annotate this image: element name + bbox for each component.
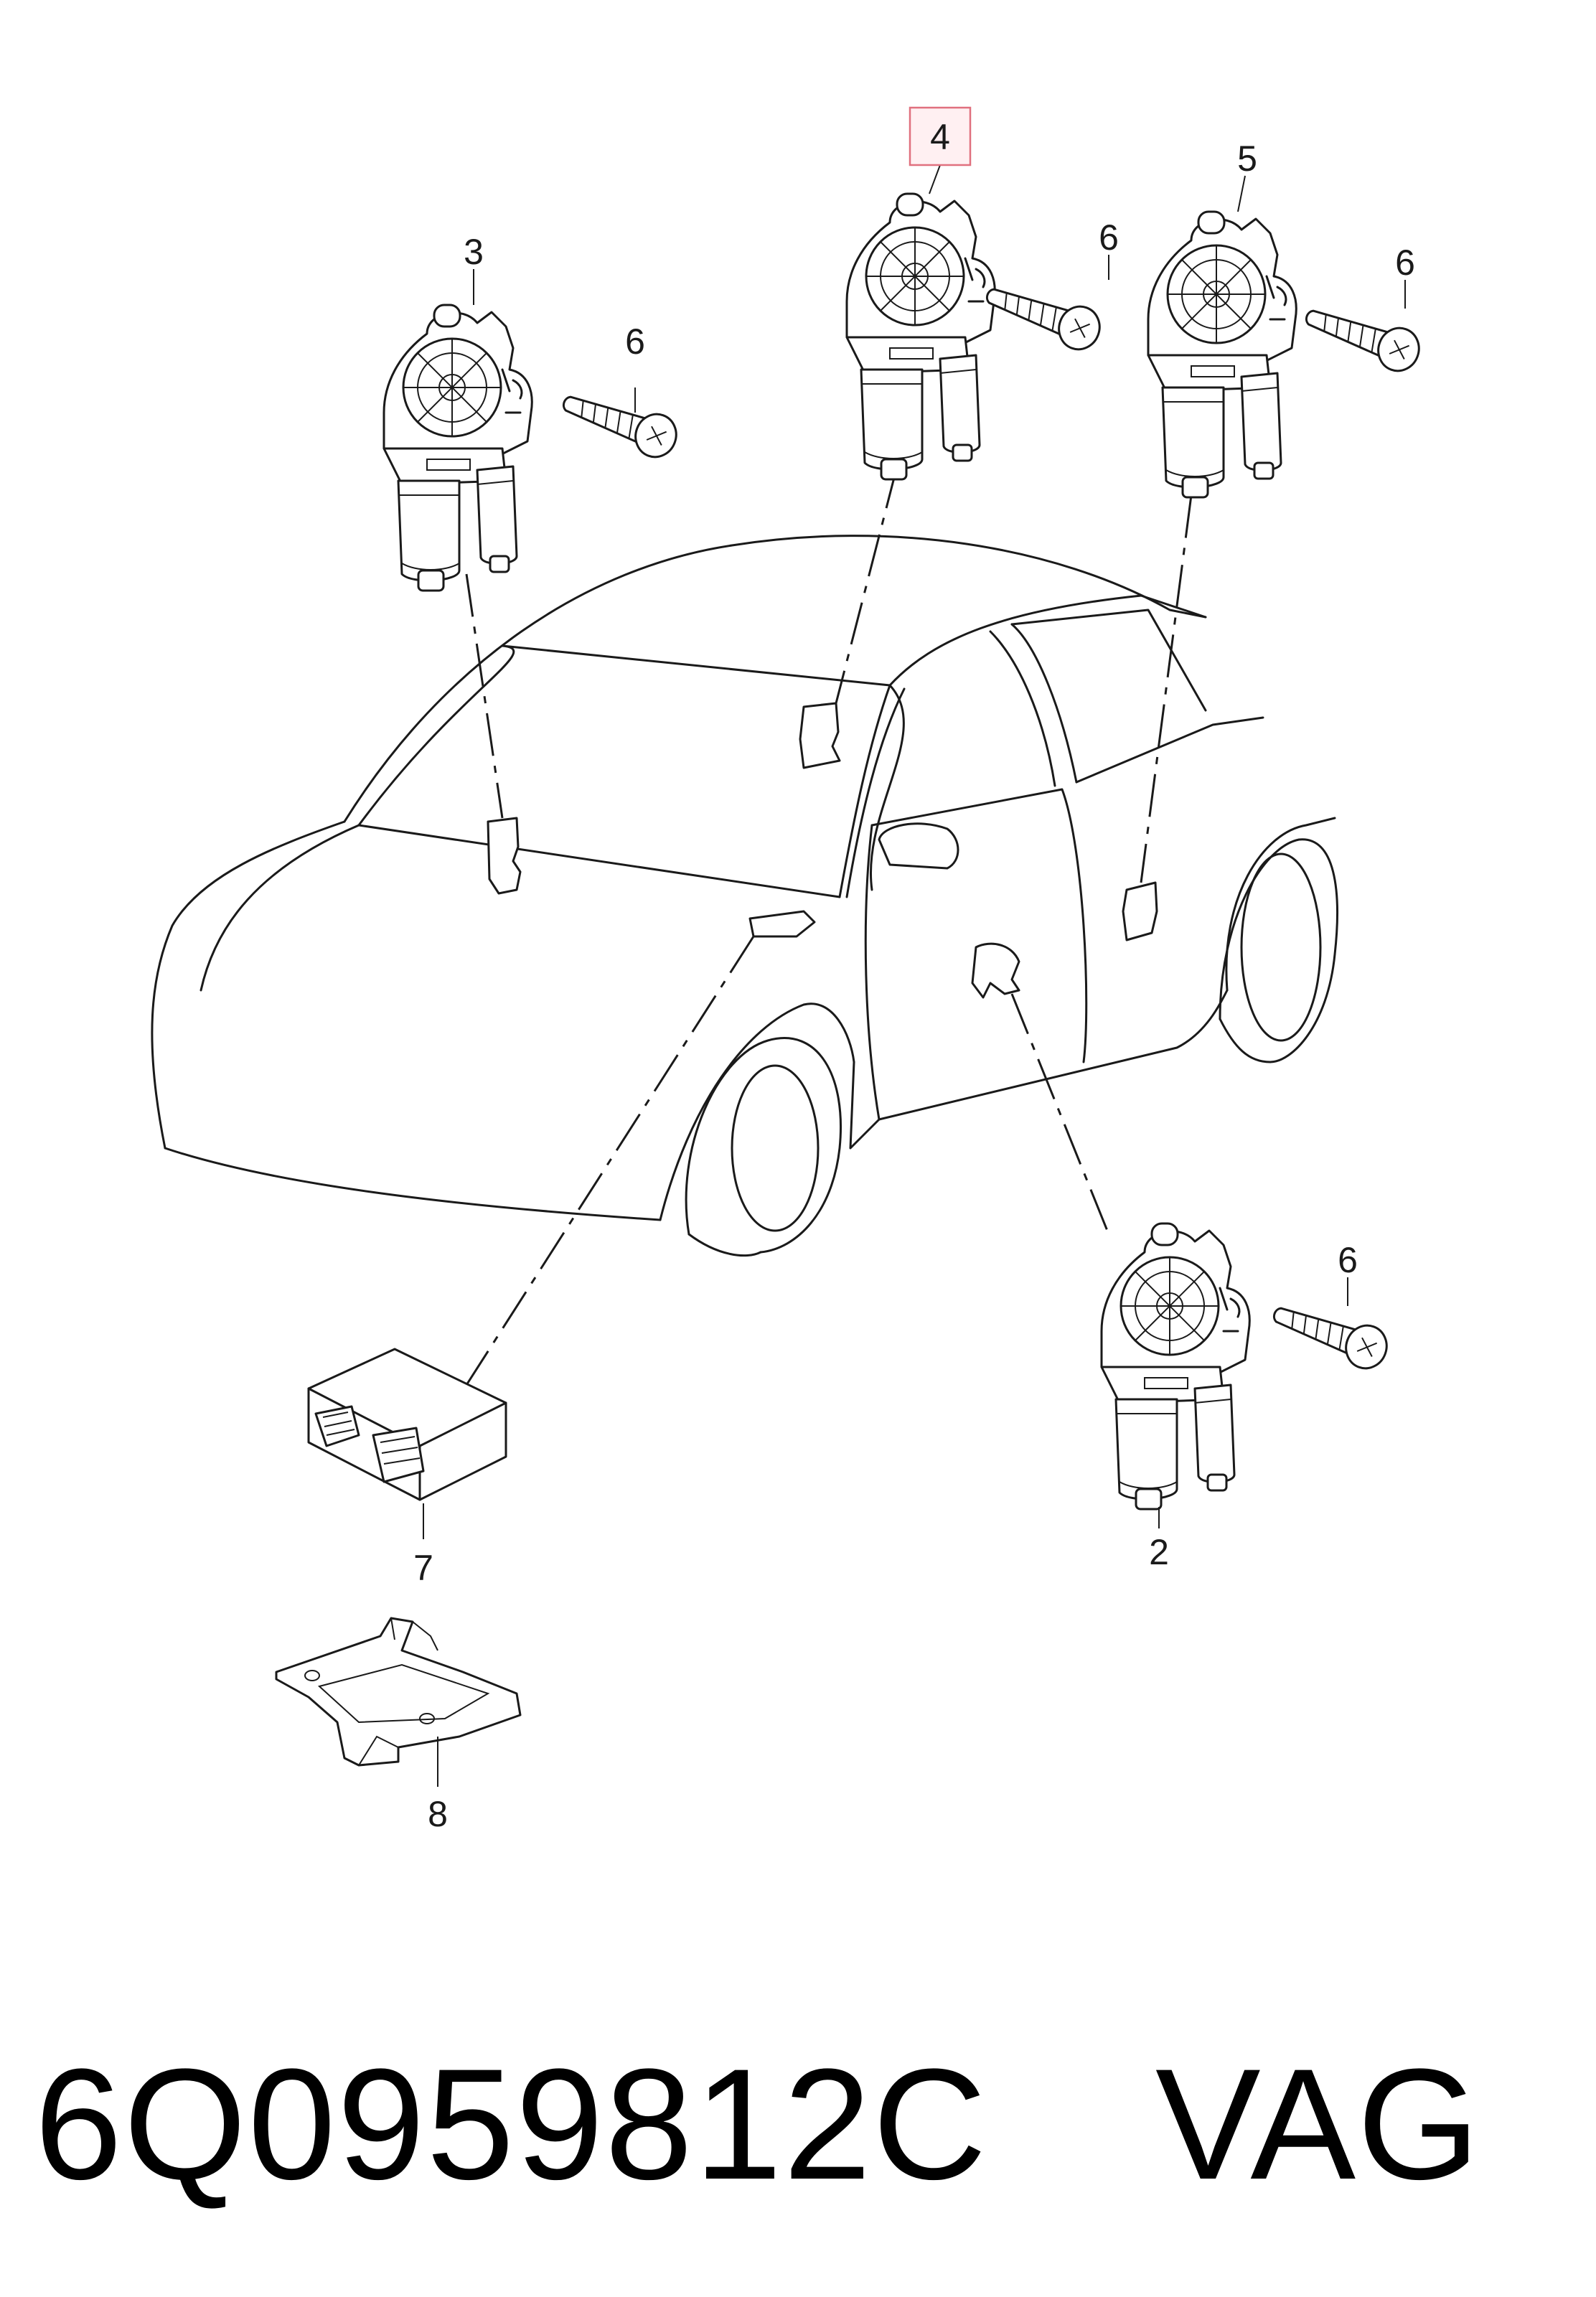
callout-6-top-center: 6 bbox=[1099, 217, 1119, 258]
callout-4: 4 bbox=[930, 117, 950, 157]
screw-4 bbox=[979, 273, 1107, 357]
callout-5: 5 bbox=[1237, 138, 1257, 179]
bracket-8 bbox=[275, 1617, 522, 1787]
callout-8: 8 bbox=[428, 1794, 448, 1834]
car-outline bbox=[151, 535, 1338, 1257]
motor-5 bbox=[1147, 210, 1297, 499]
callout-6-left: 6 bbox=[625, 321, 645, 362]
brand-label: VAG bbox=[1155, 2036, 1482, 2212]
motor-3 bbox=[382, 304, 533, 592]
screw-3 bbox=[555, 380, 684, 464]
leader-lines bbox=[465, 466, 1193, 1386]
screw-5 bbox=[1298, 294, 1427, 378]
callout-6-bottom: 6 bbox=[1338, 1240, 1358, 1280]
callout-3: 3 bbox=[464, 232, 484, 272]
callout-6-right: 6 bbox=[1395, 243, 1415, 283]
callout-2: 2 bbox=[1149, 1532, 1169, 1572]
motor-4 bbox=[845, 192, 996, 481]
callout-4-highlight bbox=[909, 106, 972, 166]
motor-2 bbox=[1100, 1222, 1251, 1511]
control-unit-7 bbox=[307, 1348, 507, 1539]
callout-labels: 4 3 5 6 6 6 6 2 7 8 bbox=[413, 106, 1415, 1834]
part-number: 6Q0959812C bbox=[34, 2036, 988, 2212]
screw-2 bbox=[1266, 1292, 1394, 1376]
callout-7: 7 bbox=[413, 1548, 433, 1588]
